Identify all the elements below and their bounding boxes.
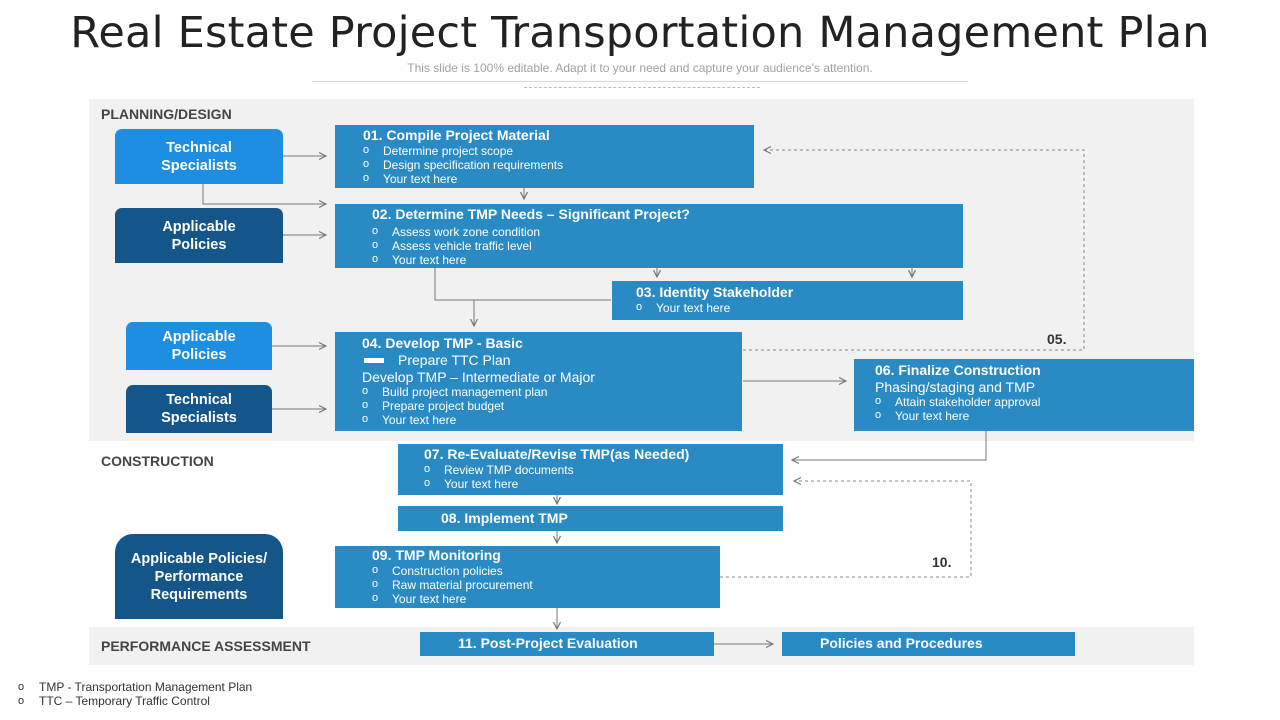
step-11-post-project-evaluation: 11. Post-Project Evaluation bbox=[420, 632, 714, 656]
footnote-item: TTC – Temporary Traffic Control bbox=[18, 694, 252, 708]
subtitle-divider bbox=[312, 81, 968, 82]
step-07-item: Your text here bbox=[424, 476, 783, 491]
step-08-implement-tmp: 08. Implement TMP bbox=[398, 506, 783, 531]
step-04-dash-item: Prepare TTC Plan bbox=[362, 352, 742, 369]
step-04-dash-item-text: Prepare TTC Plan bbox=[398, 352, 511, 368]
step-01-heading: 01. Compile Project Material bbox=[363, 127, 550, 143]
step-03-item: Your text here bbox=[636, 300, 963, 315]
step-02-determine-tmp-needs: 02. Determine TMP Needs – Significant Pr… bbox=[335, 204, 963, 268]
step-08-heading: 08. Implement TMP bbox=[441, 510, 568, 526]
step-09-item: Construction policies bbox=[372, 563, 720, 578]
step-02-item: Your text here bbox=[372, 252, 963, 267]
step-04-item: Prepare project budget bbox=[362, 398, 742, 413]
loop-label-05: 05. bbox=[1047, 331, 1067, 347]
step-06-item: Attain stakeholder approval bbox=[875, 394, 1194, 409]
applicable-policies-performance-box: Applicable Policies/ Performance Require… bbox=[115, 534, 283, 619]
step-04-item: Your text here bbox=[362, 412, 742, 427]
step-09-item: Your text here bbox=[372, 591, 720, 606]
step-02-item: Assess work zone condition bbox=[372, 224, 963, 239]
footnote-item: TMP - Transportation Management Plan bbox=[18, 680, 252, 694]
policies-and-procedures-box: Policies and Procedures bbox=[782, 632, 1075, 656]
step-01-item: Your text here bbox=[363, 171, 754, 186]
technical-specialists-box-2: Technical Specialists bbox=[126, 385, 272, 433]
step-04-develop-tmp-basic: 04. Develop TMP - Basic Prepare TTC Plan… bbox=[335, 332, 742, 431]
step-11-heading: 11. Post-Project Evaluation bbox=[458, 635, 638, 651]
footnotes: TMP - Transportation Management Plan TTC… bbox=[18, 680, 252, 708]
step-06-item: Your text here bbox=[875, 408, 1194, 423]
step-06-subheading: Phasing/staging and TMP bbox=[875, 379, 1036, 395]
step-01-compile-project-material: 01. Compile Project Material Determine p… bbox=[335, 125, 754, 188]
step-04-subheading: Develop TMP – Intermediate or Major bbox=[362, 369, 595, 385]
subtitle-dashed-divider bbox=[524, 87, 760, 88]
applicable-policies-box-1: Applicable Policies bbox=[115, 208, 283, 263]
step-07-re-evaluate-revise: 07. Re-Evaluate/Revise TMP(as Needed) Re… bbox=[398, 444, 783, 495]
section-label-performance: PERFORMANCE ASSESSMENT bbox=[101, 638, 311, 654]
step-01-item: Determine project scope bbox=[363, 143, 754, 158]
section-label-construction: CONSTRUCTION bbox=[101, 453, 214, 469]
section-label-planning: PLANNING/DESIGN bbox=[101, 106, 232, 122]
step-02-item: Assess vehicle traffic level bbox=[372, 238, 963, 253]
step-06-heading: 06. Finalize Construction bbox=[875, 362, 1041, 378]
step-07-heading: 07. Re-Evaluate/Revise TMP(as Needed) bbox=[424, 446, 690, 462]
step-06-finalize-construction: 06. Finalize Construction Phasing/stagin… bbox=[854, 359, 1194, 431]
step-09-heading: 09. TMP Monitoring bbox=[372, 547, 501, 563]
technical-specialists-box-1: Technical Specialists bbox=[115, 129, 283, 184]
dash-bullet-icon bbox=[364, 358, 384, 363]
step-09-item: Raw material procurement bbox=[372, 577, 720, 592]
page-title: Real Estate Project Transportation Manag… bbox=[70, 8, 1210, 58]
policies-and-procedures-heading: Policies and Procedures bbox=[820, 635, 983, 651]
page-subtitle: This slide is 100% editable. Adapt it to… bbox=[407, 61, 873, 75]
loop-label-10: 10. bbox=[932, 554, 952, 570]
applicable-policies-box-2: Applicable Policies bbox=[126, 322, 272, 370]
step-07-item: Review TMP documents bbox=[424, 462, 783, 477]
step-01-item: Design specification requirements bbox=[363, 157, 754, 172]
step-04-heading: 04. Develop TMP - Basic bbox=[362, 335, 523, 351]
step-03-heading: 03. Identity Stakeholder bbox=[636, 284, 794, 300]
step-03-identity-stakeholder: 03. Identity Stakeholder Your text here bbox=[612, 281, 963, 320]
step-04-item: Build project management plan bbox=[362, 384, 742, 399]
step-09-tmp-monitoring: 09. TMP Monitoring Construction policies… bbox=[335, 546, 720, 608]
step-02-heading: 02. Determine TMP Needs – Significant Pr… bbox=[372, 206, 690, 222]
